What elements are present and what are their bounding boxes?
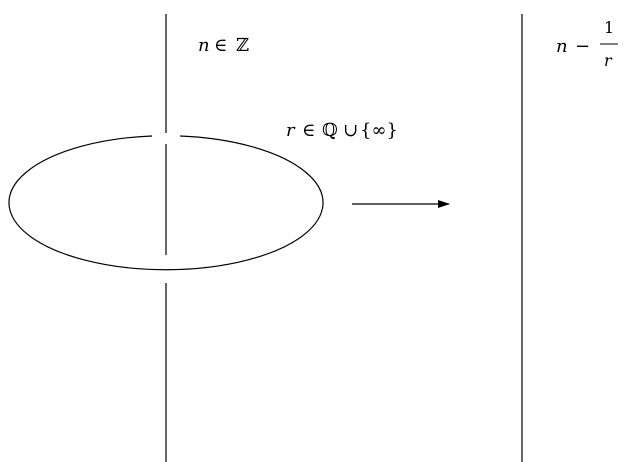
label-result-n: n xyxy=(556,36,568,57)
label-n-in-z: n ∈ ℤ xyxy=(198,35,249,56)
label-infinity-set: {∞} xyxy=(360,120,398,141)
surgery-ellipse xyxy=(8,135,324,271)
label-r: r xyxy=(286,120,296,141)
label-result-framing: n − 1 r xyxy=(556,18,618,70)
label-surgery-coefficient: r ∈ ℚ ∪ {∞} xyxy=(286,120,398,141)
label-minus: − xyxy=(575,36,590,57)
label-in-symbol-1: ∈ xyxy=(214,35,227,56)
label-n: n xyxy=(198,35,210,56)
label-rationals: ℚ xyxy=(322,120,338,141)
label-integers: ℤ xyxy=(236,35,249,56)
label-numerator: 1 xyxy=(604,18,614,37)
label-in-symbol-2: ∈ xyxy=(302,120,315,141)
label-denominator: r xyxy=(604,51,613,70)
label-union: ∪ xyxy=(343,120,358,141)
